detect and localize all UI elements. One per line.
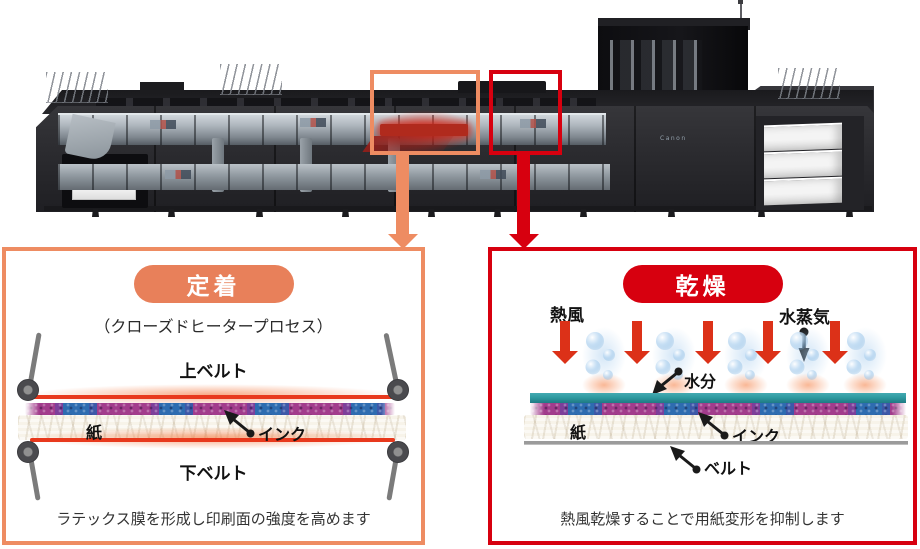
- machine-deck-block: [140, 82, 184, 93]
- machine-foot: [580, 209, 587, 217]
- fixing-badge-label: 定着: [186, 274, 241, 300]
- machine-sheet-on-conveyor: [150, 120, 176, 129]
- hot-air-arrow-icon: [624, 321, 650, 365]
- belt-roller: [17, 379, 39, 401]
- machine-foot: [494, 209, 501, 217]
- fixing-process-box: 定着 （クローズドヒータープロセス） 上ベルト 紙 インク 下ベルト ラテックス…: [2, 247, 425, 545]
- ink-pointer-arrow-icon: [224, 410, 255, 438]
- fixing-callout-arrow: [396, 155, 409, 236]
- ink-layer: [25, 403, 395, 415]
- machine-foot: [846, 209, 853, 217]
- machine-brand-label: Canon: [660, 135, 687, 142]
- machine-sheet-on-conveyor: [300, 118, 326, 127]
- belt-label: ベルト: [704, 459, 753, 478]
- machine-foot: [758, 209, 765, 217]
- hot-air-arrow-icon: [695, 321, 721, 365]
- fixing-callout-arrow-head: [388, 234, 418, 249]
- steam-bubbles-icon: [786, 327, 830, 397]
- machine-deck-hump: [458, 81, 546, 93]
- machine-foot: [92, 209, 99, 217]
- drying-callout-arrow-head: [509, 234, 539, 249]
- machine-paper-tray: [764, 149, 842, 179]
- paper-label: 紙: [86, 423, 103, 442]
- fixing-caption: ラテックス膜を形成し印刷面の強度を高めます: [56, 510, 371, 528]
- hot-air-arrow-icon: [755, 321, 781, 365]
- fixing-subtitle: （クローズドヒータープロセス）: [94, 317, 333, 336]
- machine-foot: [168, 209, 175, 217]
- steam-bubbles-icon: [843, 327, 887, 397]
- fixing-highlight-rect: [370, 70, 480, 155]
- machine-paper-tray: [764, 176, 842, 206]
- printer-machine-illustration: Canon: [0, 0, 920, 240]
- hot-air-arrow-icon: [552, 321, 578, 365]
- machine-antenna-tip: [738, 0, 743, 4]
- machine-sheet-on-conveyor: [520, 119, 546, 128]
- latex-surface-layer: [530, 393, 906, 403]
- machine-foot: [428, 209, 435, 217]
- belt-pointer-arrow-icon: [670, 446, 701, 474]
- drying-badge: 乾燥: [622, 265, 783, 303]
- machine-foot: [342, 209, 349, 217]
- drying-badge-label: 乾燥: [675, 274, 730, 300]
- belt-roller: [17, 441, 39, 463]
- steam-bubbles-icon: [652, 327, 696, 397]
- fixing-badge: 定着: [133, 265, 294, 303]
- machine-wire-rack: [46, 72, 108, 103]
- drying-callout-arrow: [517, 155, 530, 236]
- machine-wire-rack: [778, 68, 840, 99]
- paper-label: 紙: [570, 423, 587, 442]
- machine-paper-tray: [764, 122, 842, 152]
- upper-belt: [30, 395, 395, 399]
- lower-belt: [30, 438, 395, 442]
- steam-bubbles-icon: [582, 327, 626, 397]
- drying-highlight-rect: [489, 70, 562, 155]
- hot-air-label: 熱風: [550, 306, 584, 326]
- machine-fixing-unit-heater: [380, 124, 468, 136]
- machine-foot: [256, 209, 263, 217]
- machine-antenna: [740, 2, 742, 28]
- drying-process-box: 乾燥 熱風 水蒸気 水分 紙: [488, 247, 917, 545]
- hot-air-arrow-icon: [822, 321, 848, 365]
- machine-sheet-on-conveyor: [165, 170, 191, 179]
- machine-sheet-on-conveyor: [480, 170, 506, 179]
- machine-upper-conveyor: [58, 113, 606, 145]
- steam-bubbles-icon: [724, 327, 768, 397]
- machine-foot: [668, 209, 675, 217]
- upper-belt-label: 上ベルト: [179, 362, 248, 382]
- belt-roller: [387, 441, 409, 463]
- moisture-pointer-arrow-icon: [652, 367, 683, 395]
- ink-layer: [530, 403, 906, 415]
- ink-label: インク: [258, 425, 307, 444]
- ink-pointer-arrow-icon: [698, 412, 729, 440]
- machine-wire-rack: [220, 64, 282, 95]
- drying-caption: 熱風乾燥することで用紙変形を抑制します: [560, 510, 845, 528]
- lower-belt-label: 下ベルト: [179, 464, 248, 484]
- moisture-label: 水分: [684, 372, 717, 391]
- belt-roller: [387, 379, 409, 401]
- machine-base: [44, 206, 872, 211]
- transport-belt: [524, 441, 908, 444]
- steam-label: 水蒸気: [779, 308, 830, 328]
